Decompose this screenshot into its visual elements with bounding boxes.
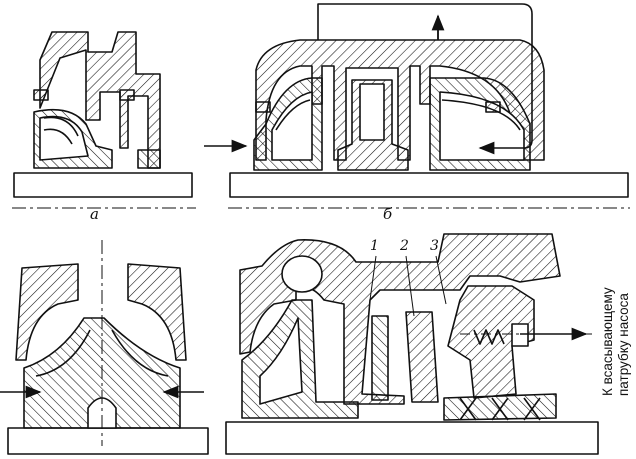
suction-note: К всасывающему патрубку насоса (600, 287, 631, 396)
shaft-a (13, 172, 193, 198)
housing-c-left (15, 263, 79, 361)
housing-a (39, 31, 161, 169)
spring-d (473, 329, 505, 345)
part-1-label: 1 (370, 238, 379, 254)
shaft-b (229, 172, 629, 198)
shaft-c (7, 427, 209, 455)
suction-note-line1: К всасывающему (600, 287, 615, 396)
seal-b-right (485, 101, 501, 113)
part-2-ring (405, 311, 439, 403)
label-fig-a: а (90, 205, 99, 223)
seal-a-left (33, 89, 49, 101)
suction-note-line2: патрубку насоса (616, 293, 631, 396)
seal-ring-d (371, 315, 389, 401)
part-3-label: 3 (430, 238, 439, 254)
seal-a-right (119, 89, 135, 101)
figure-b (204, 3, 629, 198)
part-2-label: 2 (399, 238, 409, 254)
seal-b-left (255, 101, 271, 113)
housing-c-right (127, 263, 187, 361)
return-pipe-b (317, 3, 533, 155)
figure-d (225, 233, 599, 455)
blade-a (137, 149, 161, 169)
housing-b (255, 39, 545, 161)
figure-a (13, 31, 193, 198)
label-fig-b: б (383, 205, 393, 223)
figure-c (0, 240, 209, 455)
shaft-d (225, 421, 599, 455)
